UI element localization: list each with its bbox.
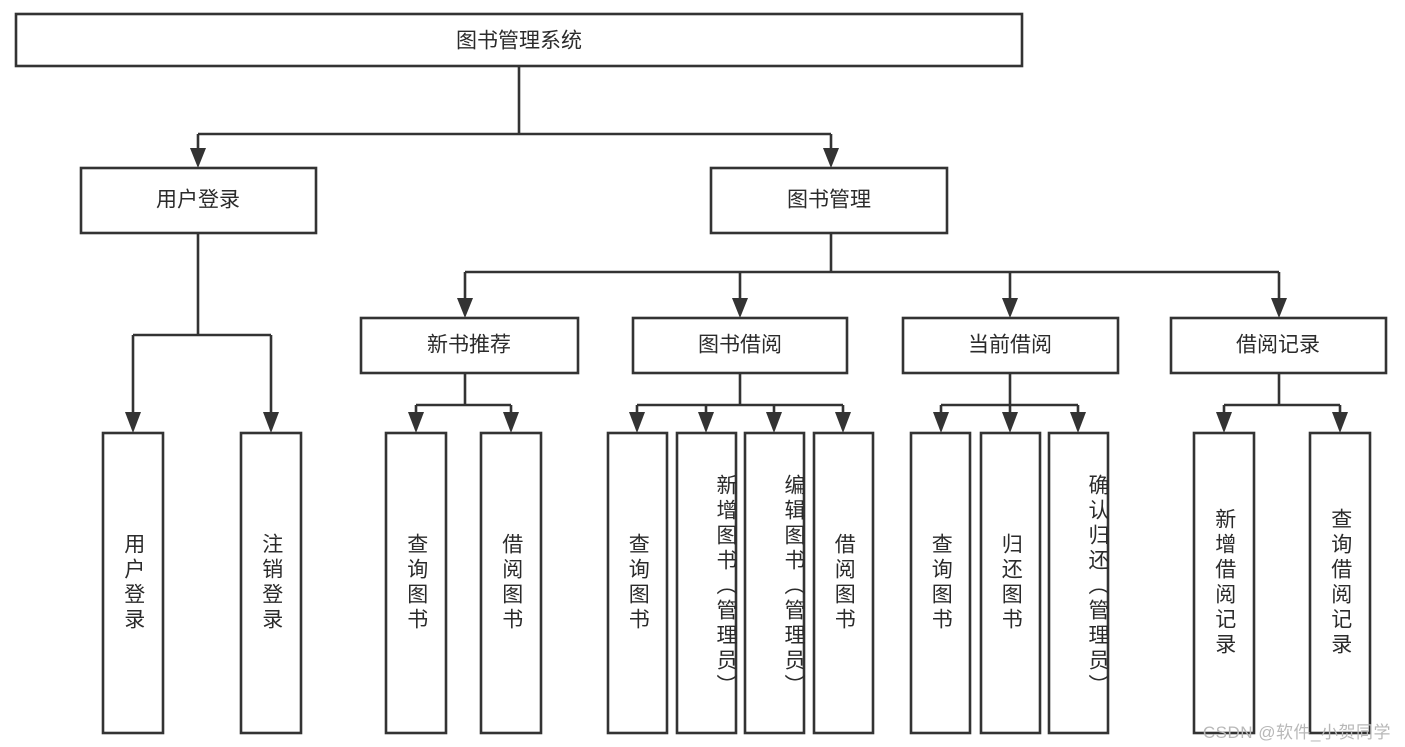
node-new-book-label: 新书推荐 [427,334,511,357]
arrowhead-leaf-logout [263,412,279,433]
leaf-boxes-user-login [101,431,303,735]
node-root-label: 图书管理系统 [456,30,582,53]
node-user-login[interactable]: 用户登录 [79,166,318,235]
csdn-watermark: CSDN @软件_小贺同学 [1202,723,1391,742]
node-book-borrow-label: 图书借阅 [698,334,782,357]
node-borrow-record[interactable]: 借阅记录 [1169,316,1388,375]
arrowhead-cb-leaf-1 [933,412,949,433]
arrowhead-book-borrow [732,298,748,318]
connector-book-manage-to-level3 [457,233,1287,318]
connector-current-borrow-to-leaves [933,373,1086,433]
connector-borrow-record-to-leaves [1216,373,1348,433]
node-book-manage-box[interactable] [709,166,949,235]
leaf-boxes-new-book [384,431,543,735]
node-user-login-box[interactable] [79,166,318,235]
node-current-borrow-label: 当前借阅 [968,334,1052,357]
leaf-box-bb-add-book[interactable] [675,431,738,735]
connector-book-borrow-to-leaves [629,373,851,433]
node-borrow-record-box[interactable] [1169,316,1388,375]
arrowhead-nb-leaf-2 [503,412,519,433]
arrowhead-cb-leaf-3 [1070,412,1086,433]
arrowhead-nb-leaf-1 [408,412,424,433]
arrowhead-bb-leaf-1 [629,412,645,433]
arrowhead-cb-leaf-2 [1002,412,1018,433]
leaf-box-nb-borrow-book[interactable] [479,431,543,735]
arrowhead-current-borrow [1002,298,1018,318]
arrowhead-book-manage [823,148,839,168]
leaf-boxes-book-borrow [606,431,875,735]
node-user-login-label: 用户登录 [156,189,240,212]
connector-user-login-to-leaves [125,233,279,433]
node-root-system[interactable]: 图书管理系统 [14,12,1024,68]
node-root-box[interactable] [14,12,1024,68]
connector-root-to-level2 [190,66,839,168]
arrowhead-br-leaf-2 [1332,412,1348,433]
arrowhead-user-login [190,148,206,168]
arrowhead-borrow-record [1271,298,1287,318]
node-borrow-record-label: 借阅记录 [1236,334,1320,357]
leaf-box-cb-return-book[interactable] [979,431,1042,735]
node-current-borrow[interactable]: 当前借阅 [901,316,1120,375]
leaf-box-br-add-record[interactable] [1192,431,1256,735]
arrowhead-bb-leaf-4 [835,412,851,433]
arrowhead-new-book [457,298,473,318]
leaf-box-bb-edit-book[interactable] [743,431,806,735]
arrowhead-br-leaf-1 [1216,412,1232,433]
leaf-box-bb-query-book[interactable] [606,431,669,735]
node-book-manage[interactable]: 图书管理 [709,166,949,235]
arrowhead-bb-leaf-3 [766,412,782,433]
node-book-manage-label: 图书管理 [787,189,871,212]
leaf-box-cb-confirm-return[interactable] [1047,431,1110,735]
node-new-book-recommend[interactable]: 新书推荐 [359,316,580,375]
leaf-box-logout[interactable] [239,431,303,735]
leaf-box-cb-query-book[interactable] [909,431,972,735]
node-current-borrow-box[interactable] [901,316,1120,375]
leaf-box-bb-borrow-book[interactable] [812,431,875,735]
node-new-book-box[interactable] [359,316,580,375]
node-book-borrow[interactable]: 图书借阅 [631,316,849,375]
leaf-box-user-login[interactable] [101,431,165,735]
leaf-box-br-query-record[interactable] [1308,431,1372,735]
arrowhead-leaf-user-login [125,412,141,433]
arrowhead-bb-leaf-2 [698,412,714,433]
leaf-boxes-borrow-record [1192,431,1372,735]
node-book-borrow-box[interactable] [631,316,849,375]
leaf-boxes-current-borrow [909,431,1110,735]
connector-new-book-to-leaves [408,373,519,433]
leaf-box-nb-query-book[interactable] [384,431,448,735]
